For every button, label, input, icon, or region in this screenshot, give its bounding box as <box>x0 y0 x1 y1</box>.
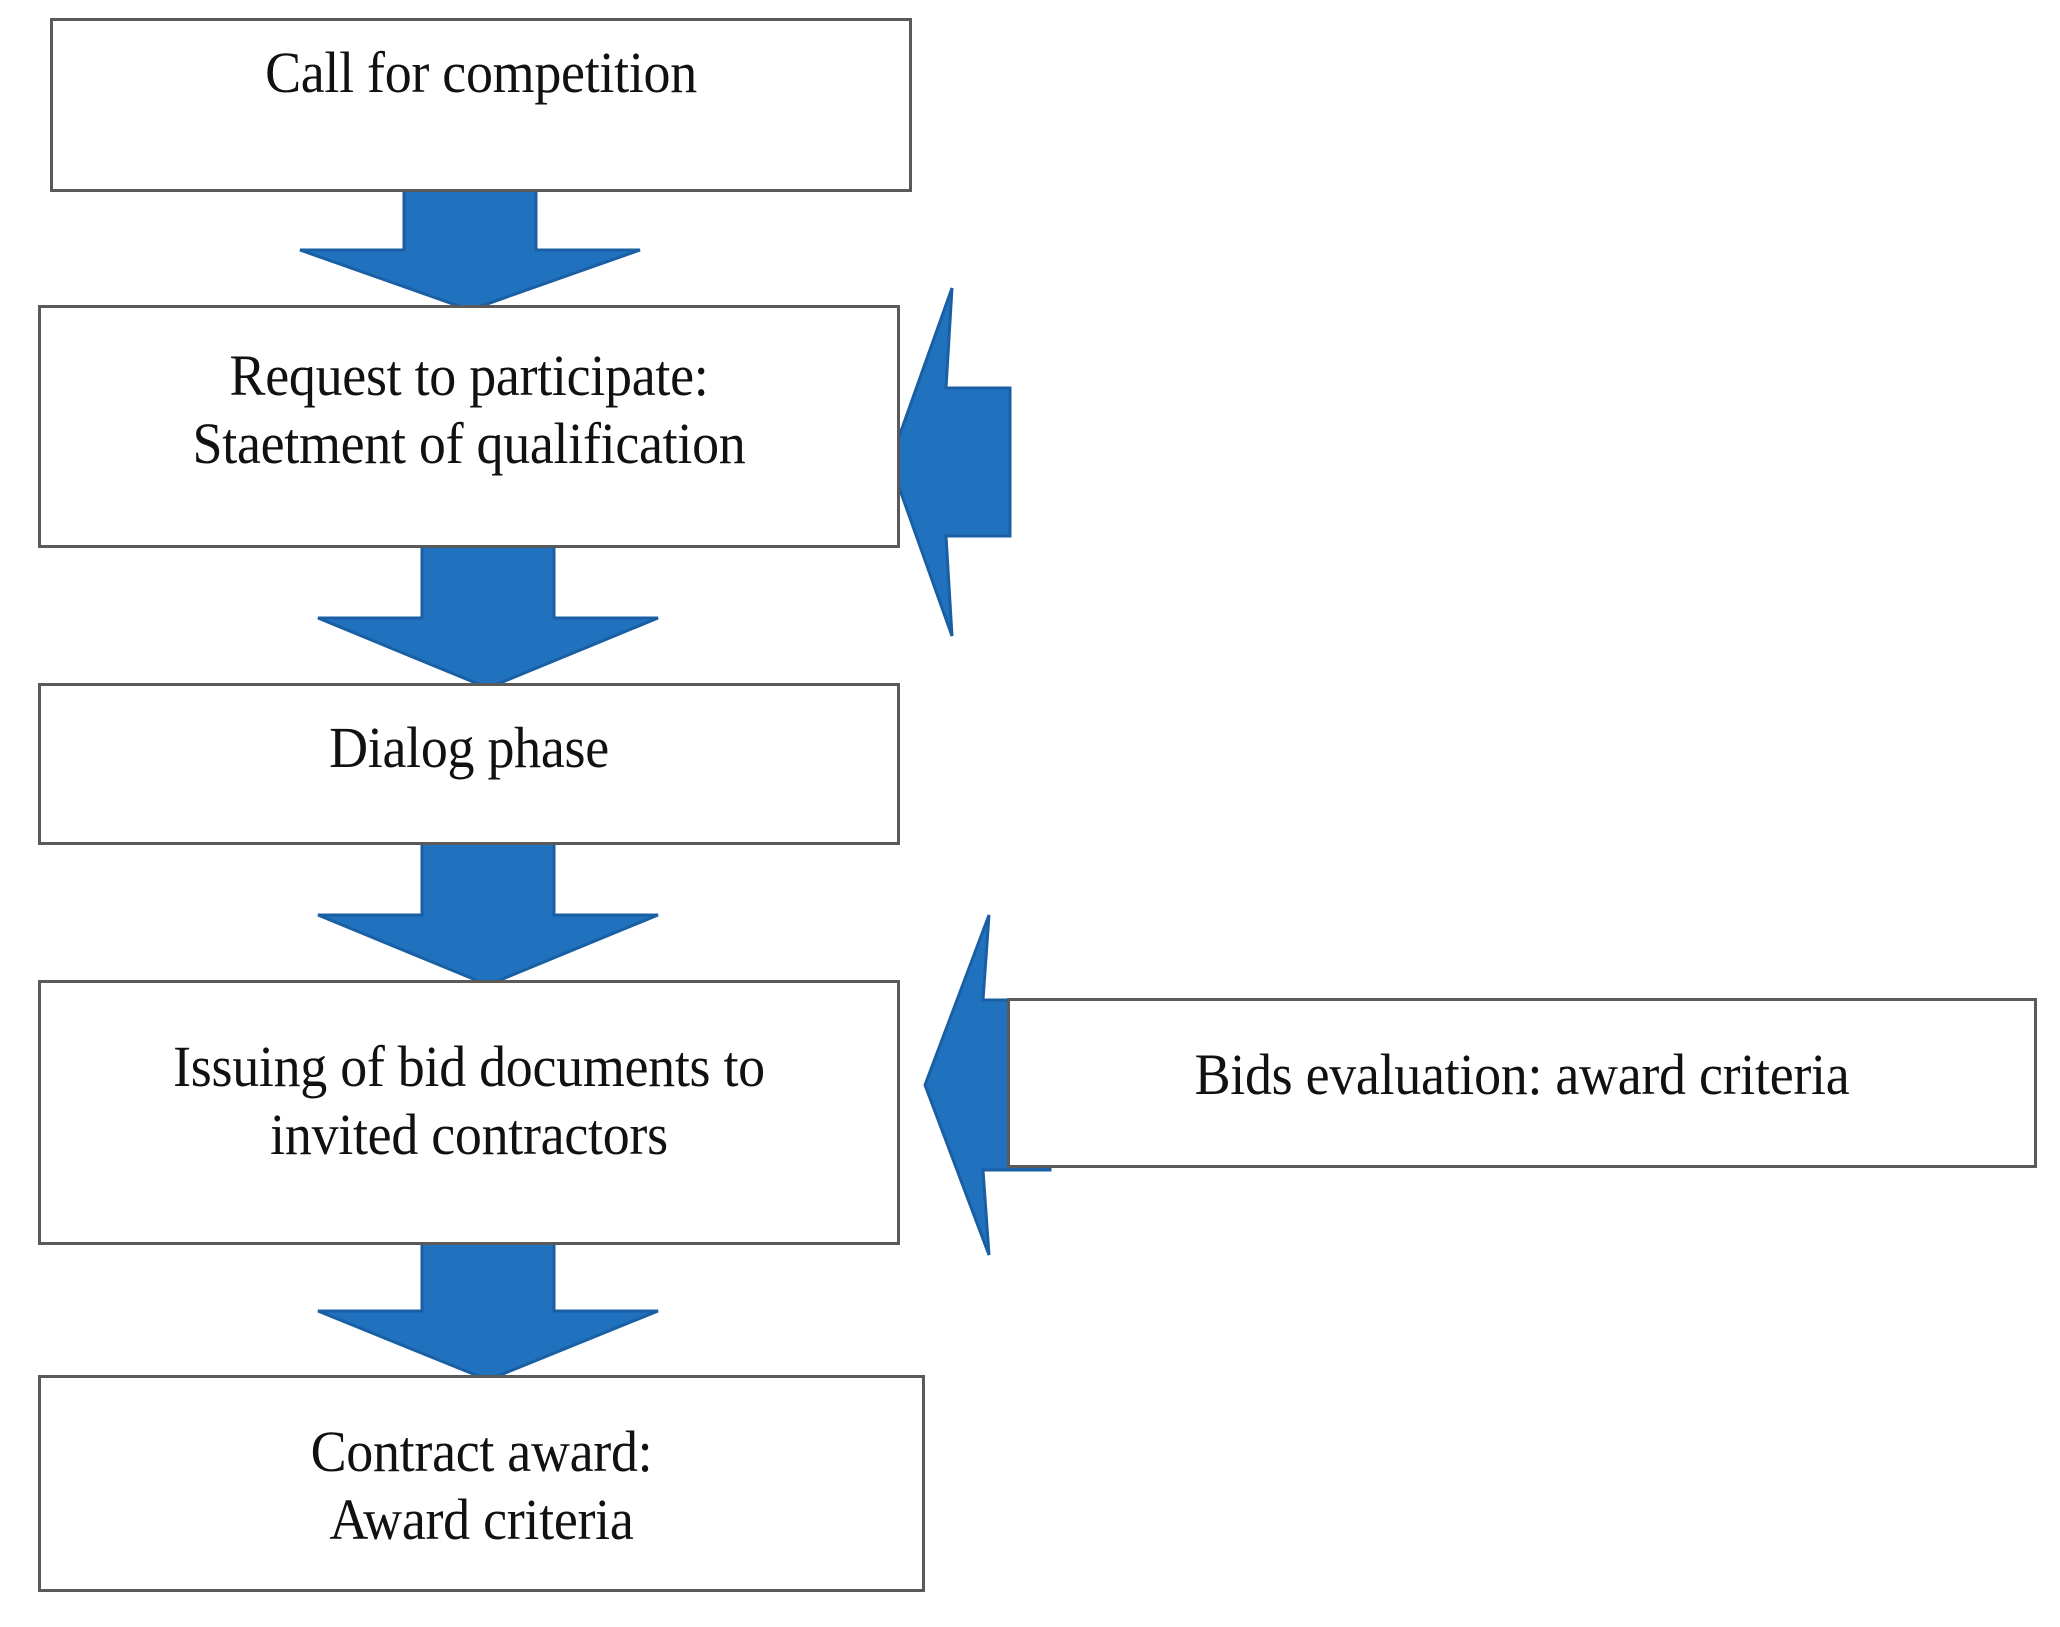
process-box-call-for-competition[interactable]: Call for competition <box>50 18 912 192</box>
process-box-label: Request to participate: Staetment of qua… <box>192 343 746 477</box>
process-box-label: Dialog phase <box>329 715 609 780</box>
process-box-label: Bids evaluation: award criteria <box>1194 1042 1850 1107</box>
process-box-label: Call for competition <box>265 40 697 105</box>
down-arrow-icon <box>317 1239 659 1382</box>
process-box-contract-award[interactable]: Contract award: Award criteria <box>38 1375 925 1592</box>
process-box-bids-evaluation[interactable]: Bids evaluation: award criteria <box>1007 998 2037 1168</box>
process-box-request-to-participate[interactable]: Request to participate: Staetment of qua… <box>38 305 900 548</box>
process-box-label: Contract award: Award criteria <box>310 1419 653 1553</box>
process-box-label: Issuing of bid documents to invited cont… <box>173 1034 765 1168</box>
process-box-issuing-of-bid-documents[interactable]: Issuing of bid documents to invited cont… <box>38 980 900 1245</box>
process-box-dialog-phase[interactable]: Dialog phase <box>38 683 900 845</box>
down-arrow-icon <box>317 542 659 690</box>
left-arrow-icon <box>888 287 1012 637</box>
down-arrow-icon <box>317 839 659 987</box>
down-arrow-icon <box>299 186 641 312</box>
